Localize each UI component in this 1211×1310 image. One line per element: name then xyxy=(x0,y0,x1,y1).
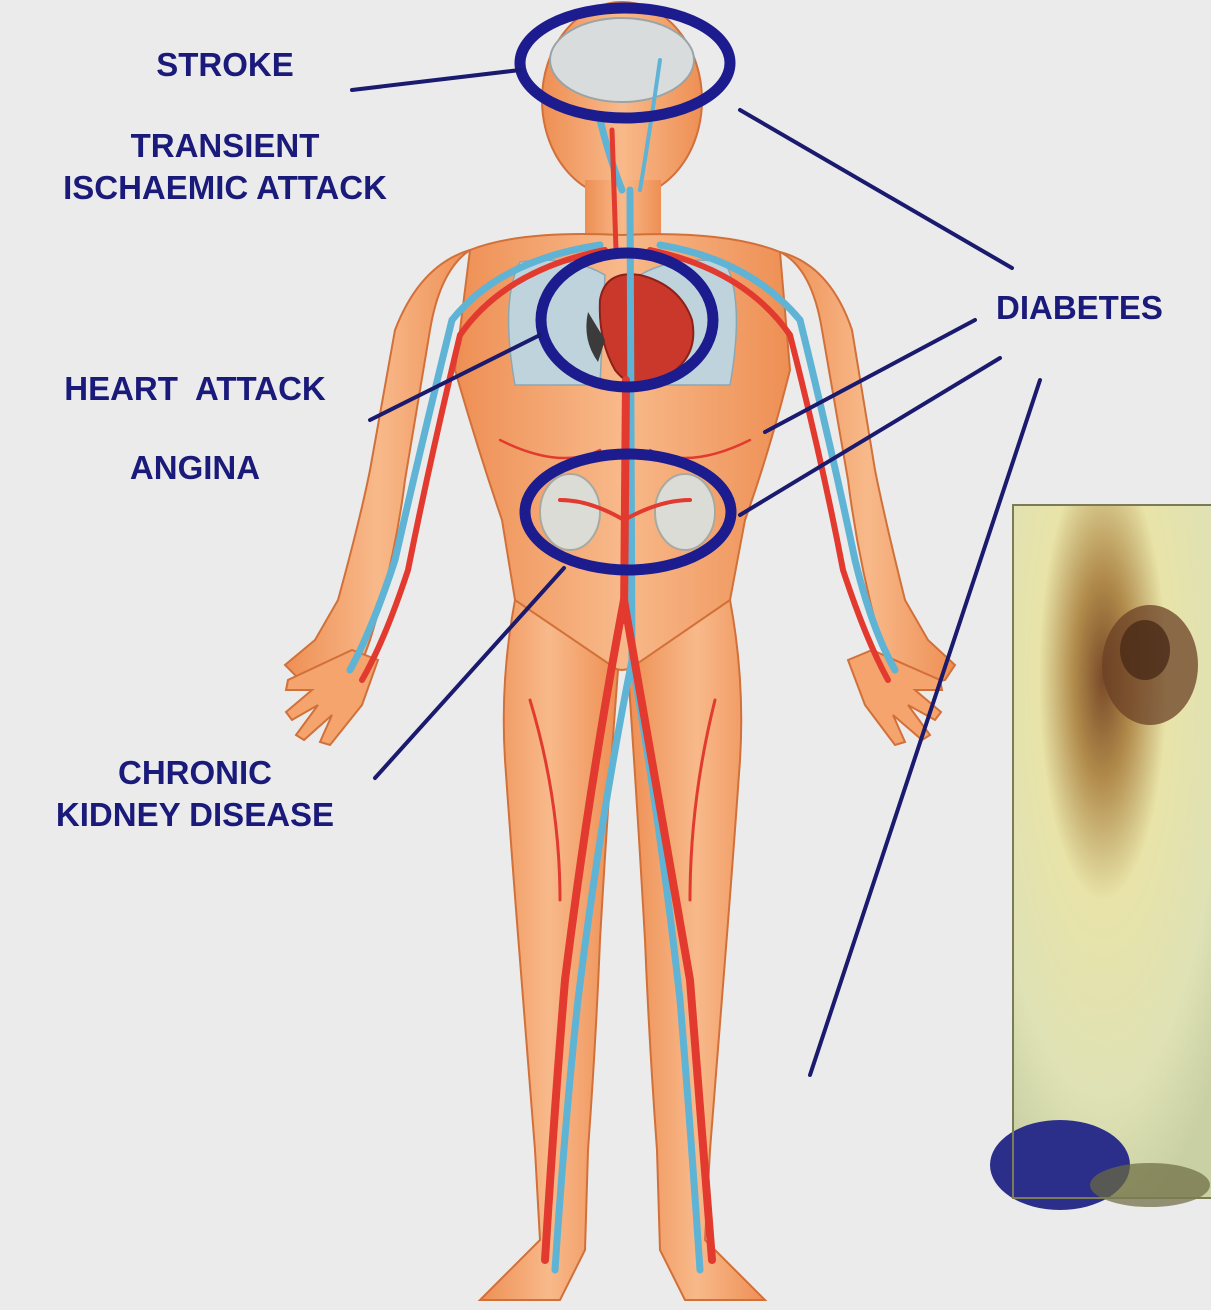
diabetes-brain-connector xyxy=(740,110,1012,268)
arm-left xyxy=(285,250,470,690)
transient-ischaemic-attack-label: TRANSIENT ISCHAEMIC ATTACK xyxy=(0,125,450,209)
arm-right xyxy=(780,252,955,690)
diabetes-arm-connector xyxy=(765,320,975,432)
foot-ulcer-photo xyxy=(990,505,1211,1210)
angina-label: ANGINA xyxy=(100,447,290,489)
diabetes-label: DIABETES xyxy=(996,287,1211,329)
stroke-label: STROKE xyxy=(130,44,320,86)
stroke-connector xyxy=(352,70,520,90)
brain xyxy=(550,18,694,102)
heart-attack-label: HEART ATTACK xyxy=(20,368,370,410)
chronic-kidney-disease-label: CHRONIC KIDNEY DISEASE xyxy=(10,752,380,836)
diabetes-foot-connector xyxy=(810,380,1040,1075)
